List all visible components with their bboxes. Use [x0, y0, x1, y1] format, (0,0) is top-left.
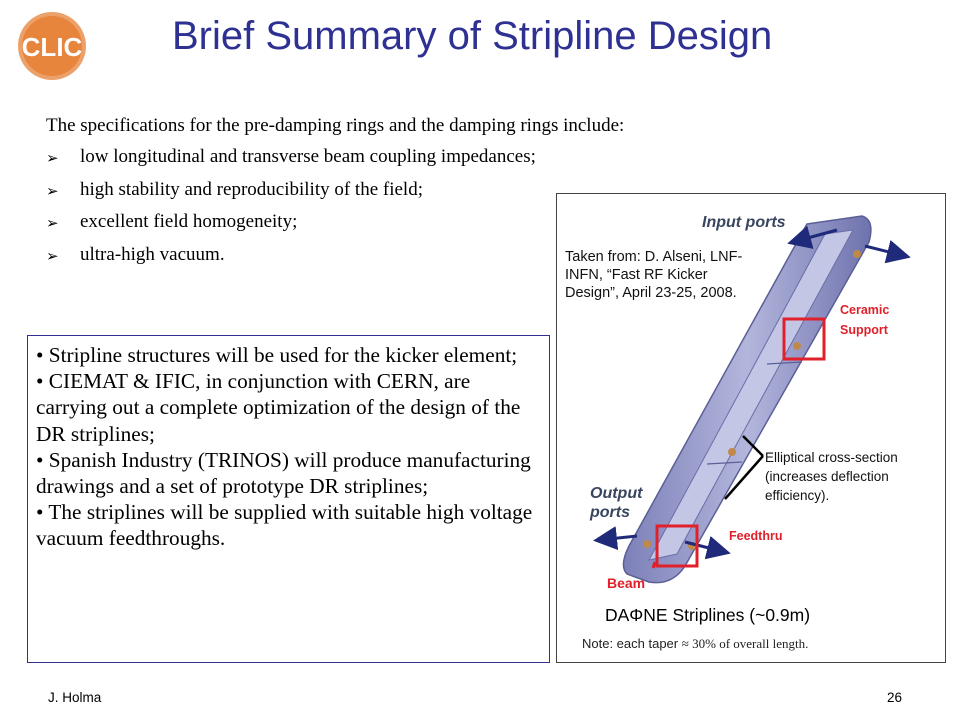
- port-flange: [728, 448, 736, 456]
- list-item: ➢ ultra-high vacuum.: [46, 244, 536, 277]
- feedthru-box: [655, 524, 699, 568]
- feedthru-label: Feedthru: [729, 529, 783, 543]
- spec-item-text: ultra-high vacuum.: [80, 243, 225, 265]
- spec-item-text: high stability and reproducibility of th…: [80, 178, 423, 200]
- input-arrow: [787, 225, 838, 249]
- beam-arrow: [651, 561, 657, 569]
- arrow-bullet-icon: ➢: [46, 214, 59, 232]
- info-item: • The striplines will be supplied with s…: [36, 500, 533, 551]
- input-arrow: [864, 239, 911, 264]
- pointer-line: [724, 455, 764, 500]
- info-item: • Spanish Industry (TRINOS) will produce…: [36, 447, 531, 499]
- list-item: ➢ low longitudinal and transverse beam co…: [46, 146, 536, 179]
- stripline-figure: Taken from: D. Alseni, LNF-INFN, “Fast R…: [556, 193, 946, 663]
- list-item: ➢ high stability and reproducibility of t…: [46, 179, 536, 212]
- note-prefix: Note: each taper: [582, 636, 682, 651]
- port-flange: [853, 250, 861, 258]
- spec-list: ➢ low longitudinal and transverse beam co…: [46, 146, 536, 276]
- arrow-bullet-icon: ➢: [46, 181, 59, 200]
- elliptical-label: Elliptical cross-section (increases defl…: [765, 450, 898, 503]
- stripline-drawing: [593, 215, 911, 584]
- list-item: ➢ excellent field homogeneity;: [46, 211, 536, 244]
- info-item: • Stripline structures will be used for …: [36, 343, 518, 367]
- page-number: 26: [887, 690, 903, 705]
- input-ports-label: Input ports: [702, 214, 786, 231]
- clic-logo: CLIC: [18, 12, 86, 80]
- intro-text: The specifications for the pre-damping r…: [46, 115, 625, 136]
- info-box: • Stripline structures will be used for …: [27, 335, 550, 663]
- slide-title: Brief Summary of Stripline Design: [172, 14, 773, 58]
- beam-label: Beam: [607, 575, 646, 591]
- output-arrow: [593, 526, 638, 551]
- spec-item-text: excellent field homogeneity;: [80, 211, 298, 232]
- spec-item-text: low longitudinal and transverse beam cou…: [80, 146, 536, 167]
- arrow-bullet-icon: ➢: [46, 246, 59, 265]
- output-arrow: [684, 535, 731, 560]
- figure-credit: Taken from: D. Alseni, LNF-INFN, “Fast R…: [565, 249, 743, 301]
- ceramic-support-label: Ceramic Support: [840, 303, 890, 337]
- figure-note: Note: each taper ≈ 30% of overall length…: [582, 636, 808, 652]
- arrow-bullet-icon: ➢: [46, 149, 59, 167]
- figure-caption: DAΦNE Striplines (~0.9m): [605, 605, 811, 625]
- note-suffix: ≈ 30% of overall length.: [681, 636, 809, 651]
- pointer-line: [742, 435, 764, 457]
- output-ports-label: Output ports: [590, 485, 643, 521]
- footer-author: J. Holma: [48, 690, 102, 705]
- port-flange: [643, 540, 651, 548]
- port-flange: [793, 342, 801, 350]
- info-item: • CIEMAT & IFIC, in conjunction with CER…: [36, 369, 521, 446]
- logo-text: CLIC: [22, 32, 83, 62]
- stripline-inner: [648, 229, 854, 561]
- ceramic-support-box: [782, 317, 826, 361]
